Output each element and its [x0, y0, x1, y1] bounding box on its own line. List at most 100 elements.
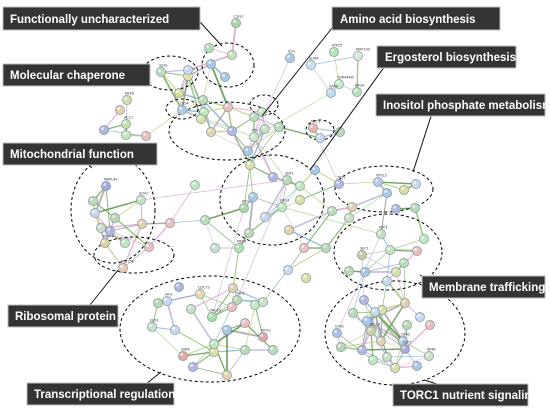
node-minor-highlight: [387, 247, 390, 250]
node-minor-circle: [174, 88, 184, 98]
node-mtc3: MTC3: [308, 120, 320, 133]
node-slm4-highlight: [308, 62, 311, 65]
cluster-mitochondrial: [70, 156, 156, 264]
node-minor-highlight: [329, 208, 332, 211]
node-minor-highlight: [412, 205, 415, 208]
node-minor-circle: [248, 192, 258, 202]
tag-amino: Amino acid biosynthesis: [331, 6, 501, 31]
node-minor: [227, 126, 237, 136]
network-edge: [231, 130, 251, 166]
node-minor-highlight: [393, 269, 396, 272]
node-minor-highlight: [427, 322, 430, 325]
node-minor-circle: [222, 325, 232, 335]
network-edge: [287, 247, 327, 271]
network-edge: [310, 64, 332, 94]
node-minor: [174, 88, 184, 98]
node-pep3-label: PEP3: [379, 226, 387, 230]
node-minor-highlight: [413, 181, 416, 184]
cluster-uncharacterized: [201, 42, 255, 88]
node-minor-circle: [200, 215, 210, 225]
node-mtc3-circle: [308, 123, 318, 133]
node-minor: [223, 102, 233, 112]
network-edge: [381, 280, 388, 311]
node-minor-highlight: [323, 245, 326, 248]
network-edge: [210, 106, 229, 133]
node-minor-circle: [390, 363, 400, 373]
tag-amino-label: Amino acid biosynthesis: [340, 14, 475, 26]
network-edge: [414, 207, 425, 240]
node-minor-circle: [115, 105, 125, 115]
node-acc1: ACC1: [121, 116, 133, 129]
node-minor-highlight: [285, 267, 288, 270]
node-minor: [105, 226, 115, 236]
node-erg3-circle: [277, 202, 287, 212]
node-minor-highlight: [146, 244, 150, 247]
node-minor: [382, 276, 392, 286]
node-erg3-highlight: [279, 204, 282, 207]
node-slm1: SLM1: [136, 192, 148, 205]
tag-membrane-label: Membrane trafficking: [429, 282, 545, 294]
node-minor: [249, 112, 259, 122]
node-kre6: KRE6: [122, 92, 134, 105]
node-minor-highlight: [242, 347, 246, 350]
node-hfi1: HFI1: [162, 293, 173, 306]
node-minor: [186, 304, 196, 314]
node-pac10-label: PAC10: [210, 309, 221, 313]
node-minor: [410, 203, 420, 213]
node-sec13-highlight: [368, 328, 371, 331]
tag-transcription-label: Transcriptional regulation: [34, 389, 175, 401]
node-slm1-highlight: [138, 197, 142, 200]
node-ydr444w-label: YDR444W: [337, 76, 355, 80]
node-minor-circle: [198, 95, 208, 105]
node-minor: [399, 185, 409, 195]
node-minor-circle: [240, 318, 250, 328]
node-ilv3-label: ILV3: [288, 50, 295, 54]
network-edge: [192, 343, 215, 368]
node-map100: MAP100: [353, 48, 370, 61]
node-minor-circle: [283, 265, 293, 275]
node-gtr2: GTR2: [398, 333, 410, 346]
node-minor: [209, 347, 219, 357]
node-tps1-circle: [334, 179, 344, 189]
node-minor: [295, 181, 305, 191]
node-minor-highlight: [176, 284, 180, 287]
network-edge: [190, 308, 215, 345]
network-edge: [182, 343, 215, 357]
network-edge-long: [236, 179, 288, 301]
tag-torc1: TORC1 nutrient signaling: [392, 383, 538, 407]
node-minor: [415, 312, 425, 322]
node-minor-circle: [183, 65, 193, 75]
node-minor-highlight: [92, 210, 95, 213]
node-minor: [165, 218, 175, 228]
node-erg4-circle: [352, 87, 362, 97]
node-minor-highlight: [225, 104, 229, 107]
network-edge: [356, 55, 359, 93]
node-minor: [268, 172, 278, 182]
node-minor-highlight: [246, 230, 250, 233]
node-minor: [200, 215, 210, 225]
node-minor-circle: [196, 114, 206, 124]
node-minor: [210, 243, 220, 253]
node-minor-highlight: [414, 248, 417, 251]
node-minor-highlight: [276, 124, 279, 127]
network-edge: [403, 262, 406, 304]
node-minor: [336, 342, 346, 352]
node-rps4a: RPS4A: [100, 235, 115, 248]
node-minor-circle: [227, 302, 237, 312]
network-edge: [105, 185, 111, 232]
node-sec1-highlight: [359, 252, 362, 255]
node-atp25: ATP25: [329, 44, 343, 57]
node-minor-highlight: [350, 310, 353, 313]
node-kre6-label: KRE6: [125, 92, 134, 96]
node-minor-circle: [391, 267, 401, 277]
node-mrpl49-label: MRPL49: [104, 178, 118, 182]
network-edge: [262, 269, 289, 303]
node-minor-circle: [90, 208, 100, 218]
node-minor-highlight: [349, 204, 352, 207]
node-sap4-circle: [326, 88, 336, 98]
network-edge: [122, 246, 150, 269]
network-edge: [336, 332, 374, 361]
node-minor-highlight: [201, 109, 205, 112]
node-erg3: ERG3: [277, 199, 289, 212]
node-minor: [301, 273, 311, 283]
